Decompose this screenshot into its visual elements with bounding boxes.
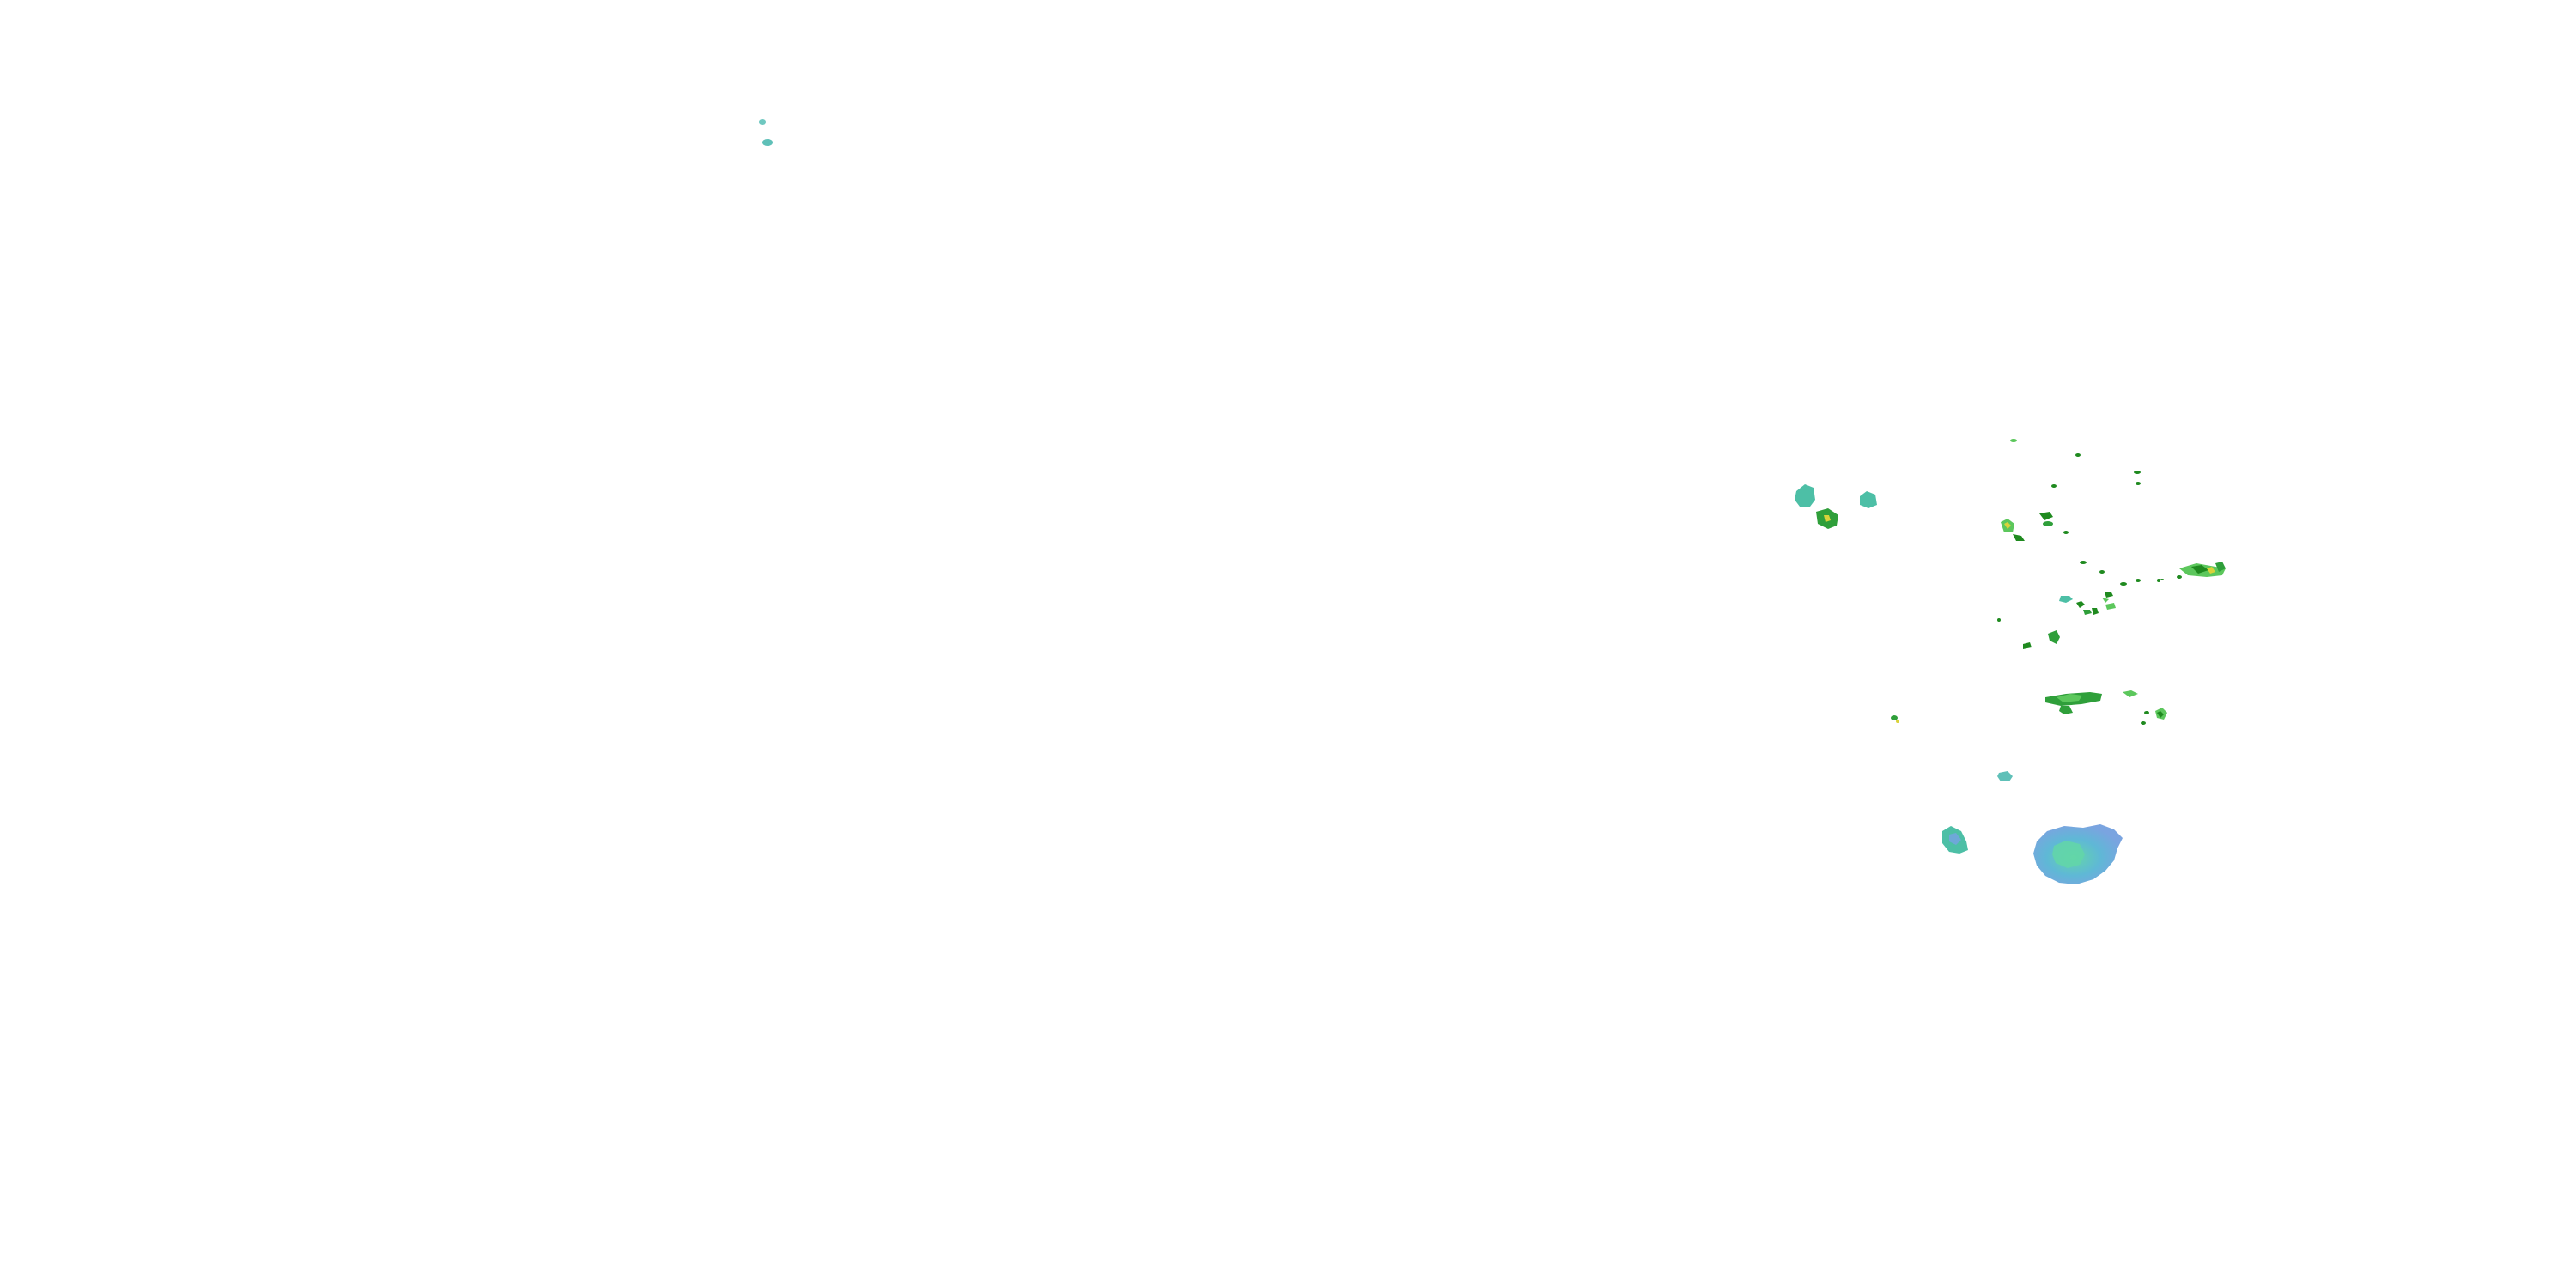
radar-echo xyxy=(2123,690,2138,697)
radar-echo xyxy=(2023,642,2032,649)
radar-echo xyxy=(2076,601,2085,608)
radar-echo xyxy=(2102,598,2109,603)
radar-cluster-north xyxy=(1795,439,2141,529)
radar-echo xyxy=(2134,471,2141,474)
radar-cluster-east xyxy=(1997,484,2164,649)
radar-echo xyxy=(2063,531,2069,534)
radar-echo xyxy=(2057,694,2082,702)
radar-echo xyxy=(1891,715,1898,720)
radar-echo xyxy=(2177,575,2182,579)
radar-echo xyxy=(1795,484,1815,507)
radar-echo xyxy=(1949,833,1961,845)
radar-echo xyxy=(2059,706,2073,714)
radar-echo xyxy=(1896,720,1899,723)
radar-echo xyxy=(2120,582,2127,586)
radar-echo xyxy=(762,139,773,146)
radar-echo xyxy=(2048,630,2060,644)
radar-echo xyxy=(759,119,766,125)
radar-echo xyxy=(2052,841,2085,868)
radar-echo xyxy=(2039,512,2053,520)
radar-echo xyxy=(1860,491,1877,508)
radar-echo xyxy=(2059,596,2073,603)
radar-echo xyxy=(1997,771,2013,781)
radar-echo xyxy=(2136,579,2141,582)
radar-cluster-south xyxy=(1942,771,2123,884)
radar-echo xyxy=(2144,711,2149,714)
radar-echo xyxy=(2010,439,2017,442)
radar-echo xyxy=(2043,521,2053,526)
radar-cluster-far-east xyxy=(2157,562,2226,582)
radar-echo xyxy=(2080,561,2087,564)
radar-echo xyxy=(2157,711,2164,718)
radar-cluster-west xyxy=(759,119,773,146)
radar-echo xyxy=(2083,610,2092,615)
radar-echo xyxy=(2004,522,2011,529)
radar-echo xyxy=(2105,603,2116,610)
radar-echo xyxy=(2136,482,2141,485)
radar-echo xyxy=(2092,608,2099,615)
radar-echo xyxy=(2157,579,2160,582)
radar-echo xyxy=(2105,592,2113,598)
radar-echo xyxy=(2160,579,2164,580)
radar-echo xyxy=(2051,484,2057,488)
radar-echo xyxy=(2075,453,2081,457)
radar-echo xyxy=(2099,570,2105,574)
radar-echo xyxy=(2141,721,2146,725)
radar-cluster-south-line xyxy=(1891,690,2167,725)
radar-echo xyxy=(2215,562,2226,572)
radar-echo xyxy=(2191,565,2208,574)
radar-echo xyxy=(2013,534,2025,541)
radar-echo xyxy=(1824,515,1831,522)
radar-echo xyxy=(2207,567,2215,574)
radar-echo xyxy=(1997,618,2001,622)
